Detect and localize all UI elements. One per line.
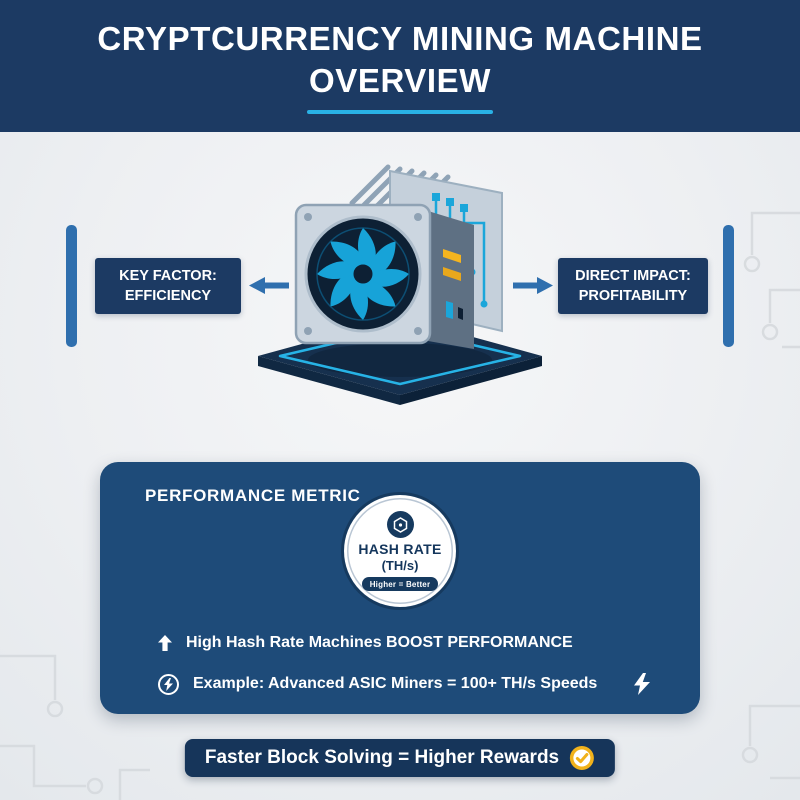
- callout-key-factor: KEY FACTOR: EFFICIENCY: [95, 258, 241, 314]
- hash-hexagon-icon: [386, 511, 414, 538]
- callout-direct-impact-line2: PROFITABILITY: [578, 288, 688, 304]
- title-underline: [307, 109, 493, 114]
- circuit-decoration-bottom-left: [0, 654, 150, 800]
- arrow-left-icon: [249, 277, 289, 294]
- bullet-example-text: Example: Advanced ASIC Miners = 100+ TH/…: [193, 675, 598, 692]
- page-title-line2: OVERVIEW: [308, 61, 492, 99]
- page-title: CRYPTCURRENCY MINING MACHINE OVERVIEW: [97, 18, 702, 101]
- gold-check-badge-icon: [569, 745, 595, 771]
- footer-text: Faster Block Solving = Higher Rewards: [204, 747, 560, 768]
- panel-title: PERFORMANCE METRIC: [145, 486, 361, 505]
- callout-key-factor-line2: EFFICIENCY: [124, 288, 212, 304]
- mining-machine-illustration: [258, 164, 542, 405]
- header-banner: CRYPTCURRENCY MINING MACHINE OVERVIEW: [0, 0, 800, 132]
- circuit-decoration-bottom-right: [741, 704, 800, 780]
- panel-bullets: High Hash Rate Machines BOOST PERFORMANC…: [158, 630, 650, 712]
- lightning-bolt-icon: [634, 673, 650, 695]
- bullet-row-boost: High Hash Rate Machines BOOST PERFORMANC…: [158, 630, 650, 656]
- footer-ribbon: Faster Block Solving = Higher Rewards: [184, 739, 616, 777]
- callout-direct-impact-line1: DIRECT IMPACT:: [575, 267, 691, 284]
- hash-rate-tag: Higher = Better: [361, 577, 439, 591]
- callout-key-factor-line1: KEY FACTOR:: [119, 267, 217, 284]
- bullet-row-example: Example: Advanced ASIC Miners = 100+ TH/…: [158, 671, 650, 697]
- circuit-decoration-right: [743, 211, 800, 349]
- page-title-line1: CRYPTCURRENCY MINING MACHINE: [97, 20, 703, 58]
- hash-rate-unit: (TH/s): [381, 558, 419, 573]
- performance-panel: PERFORMANCE METRIC HASH RATE (TH/s) High…: [100, 462, 700, 714]
- hash-rate-title: HASH RATE: [358, 541, 442, 557]
- arrow-right-icon: [513, 277, 553, 294]
- lightning-circle-icon: [158, 673, 179, 695]
- hash-rate-badge: HASH RATE (TH/s) Higher = Better: [341, 492, 459, 610]
- left-accent-bar: [66, 225, 77, 347]
- bullet-boost-text: High Hash Rate Machines BOOST PERFORMANC…: [186, 634, 573, 651]
- right-accent-bar: [723, 225, 734, 347]
- up-arrow-icon: [158, 635, 172, 651]
- callout-direct-impact: DIRECT IMPACT: PROFITABILITY: [558, 258, 708, 314]
